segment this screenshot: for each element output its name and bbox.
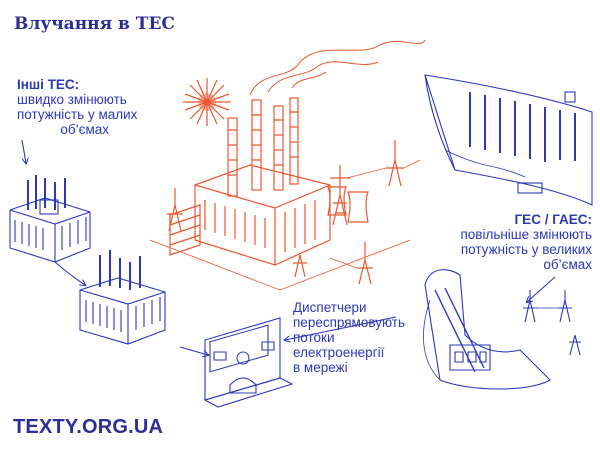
other-tes-label: Інші ТЕС: швидко змінюють потужність у м…: [17, 77, 177, 137]
other-tes-line: швидко змінюють: [17, 92, 127, 107]
dam-illustration: [424, 74, 593, 206]
chimney-icon: [227, 97, 299, 197]
dispatch-line: електроенергії: [293, 345, 385, 360]
hydro-line: потужність у великих: [460, 242, 592, 257]
brand-logo: TEXTY.ORG.UA: [13, 416, 164, 438]
other-tes-line: об’ємах: [60, 122, 109, 137]
hydro-heading: ГЕС / ГАЕС:: [514, 212, 592, 227]
pumped-storage-illustration: [423, 269, 581, 390]
hydro-label: ГЕС / ГАЕС: повільніше змінюють потужніс…: [432, 212, 592, 272]
arrow-icon: [21, 139, 556, 355]
hydro-line: повільніше змінюють: [460, 227, 592, 242]
factory-icon: [79, 250, 166, 345]
dispatcher-illustration: [203, 317, 294, 408]
other-tes-line: потужність у малих: [17, 107, 138, 122]
factory-icon: [9, 175, 91, 263]
dispatch-line: потоки: [293, 330, 335, 345]
hydro-line: об’ємах: [543, 257, 592, 272]
page-title: Влучання в ТЕС: [14, 14, 175, 34]
explosion-icon: [183, 78, 231, 126]
dispatch-line: Диспетчери: [293, 300, 367, 315]
power-tower-icon: [523, 290, 581, 356]
dispatch-line: переспрямовують: [293, 315, 406, 330]
dispatch-label: Диспетчери переспрямовують потоки електр…: [293, 300, 433, 375]
power-tower-icon: [167, 140, 404, 285]
dispatch-line: в мережі: [293, 360, 348, 375]
power-plant-illustration: [149, 39, 426, 291]
other-tes-heading: Інші ТЕС:: [17, 77, 80, 92]
